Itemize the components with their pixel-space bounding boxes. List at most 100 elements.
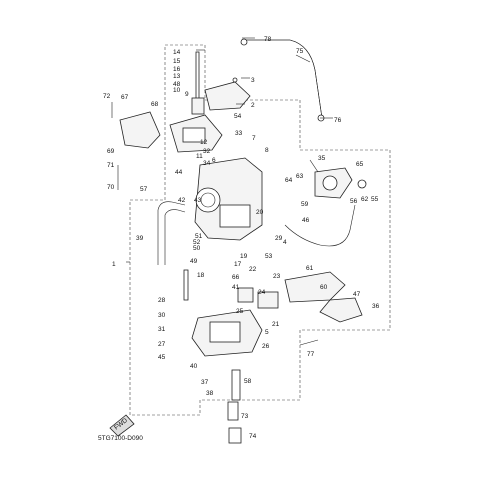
callout: 78 — [264, 36, 272, 43]
callout: 2 — [251, 102, 255, 109]
link-arm — [319, 297, 363, 323]
callout: 36 — [372, 303, 380, 310]
callout: 24 — [258, 289, 266, 296]
callout: 7 — [252, 135, 256, 142]
callout: 32 — [203, 148, 211, 155]
callout: 11 — [196, 153, 203, 160]
vent-hose — [157, 201, 186, 265]
choke-gear — [322, 175, 338, 191]
throttle-linkage — [284, 271, 346, 303]
drain-tube — [227, 401, 239, 421]
callout: 5 — [265, 329, 269, 336]
drain-tube-end — [228, 427, 242, 444]
needle-holder — [191, 97, 205, 115]
callout: 38 — [206, 390, 214, 397]
callout: 45 — [158, 354, 166, 361]
callout: 35 — [318, 155, 326, 162]
callout: 57 — [140, 186, 148, 193]
callout: 14 — [173, 49, 181, 56]
callout: 31 — [158, 326, 166, 333]
callout: 60 — [320, 284, 328, 291]
callout: 74 — [249, 433, 257, 440]
callout: 37 — [201, 379, 209, 386]
callout: 15 — [173, 58, 181, 65]
callout: 40 — [190, 363, 198, 370]
callout: 29 — [275, 235, 283, 242]
callout: 9 — [185, 91, 189, 98]
top-cover — [204, 81, 251, 111]
callout: 65 — [356, 161, 364, 168]
callout: 67 — [121, 94, 129, 101]
callout: 17 — [234, 261, 242, 268]
sensor — [237, 287, 254, 303]
breather-hose — [245, 39, 323, 119]
callout: 56 — [350, 198, 358, 205]
callout: 12 — [200, 139, 208, 146]
callout: 62 — [361, 196, 369, 203]
callout: 28 — [158, 297, 166, 304]
callout: 48 — [173, 81, 181, 88]
callout: 27 — [158, 341, 166, 348]
bore — [195, 187, 221, 213]
callout: 21 — [272, 321, 280, 328]
callout: 3 — [251, 77, 255, 84]
callout: 10 — [173, 87, 181, 94]
callout: 34 — [203, 160, 211, 167]
hose-clamp — [240, 38, 248, 46]
callout: 26 — [262, 343, 270, 350]
cover-screw — [232, 77, 238, 83]
callout: 16 — [173, 66, 181, 73]
callout: 44 — [175, 169, 183, 176]
adjust-rod — [183, 269, 189, 301]
callout: 33 — [235, 130, 243, 137]
callout: 43 — [194, 197, 202, 204]
callout: 30 — [158, 312, 166, 319]
washer — [357, 179, 367, 189]
callout: 1 — [112, 261, 116, 268]
callout: 49 — [190, 258, 198, 265]
callout: 76 — [334, 117, 342, 124]
choke-cable — [284, 204, 356, 247]
callout: 50 — [193, 245, 201, 252]
callout: 39 — [136, 235, 144, 242]
callout: 75 — [296, 48, 304, 55]
callout: 52 — [193, 239, 201, 246]
callout: 68 — [151, 101, 159, 108]
callout: 18 — [197, 272, 205, 279]
callout: 19 — [240, 253, 248, 260]
diagram-code: 5TG7100-D090 — [98, 435, 143, 442]
callout: 25 — [236, 308, 244, 315]
callout: 51 — [195, 233, 203, 240]
callout: 66 — [232, 274, 240, 281]
leader-lines — [111, 37, 333, 346]
callout: 61 — [306, 265, 314, 272]
callout-labels: 1 2 3 4 5 6 7 8 9 10 11 12 13 14 15 16 1… — [103, 36, 380, 440]
callout: 54 — [234, 113, 242, 120]
callout: 47 — [353, 291, 361, 298]
float — [209, 321, 241, 343]
callout: 55 — [371, 196, 379, 203]
callout: 53 — [265, 253, 273, 260]
callout: 63 — [296, 173, 304, 180]
callout: 23 — [273, 273, 281, 280]
bracket — [257, 291, 279, 309]
callout: 46 — [302, 217, 310, 224]
callout: 64 — [285, 177, 293, 184]
callout: 6 — [212, 157, 216, 164]
callout: 72 — [103, 93, 111, 100]
callout: 69 — [107, 148, 115, 155]
assembly-boundary — [129, 44, 391, 416]
callout: 71 — [107, 162, 115, 169]
callout: 59 — [301, 201, 309, 208]
callout: 13 — [173, 73, 181, 80]
fwd-arrow-icon: FWD — [109, 414, 135, 437]
callout: 8 — [265, 147, 269, 154]
callout: 22 — [249, 266, 257, 273]
callout: 4 — [283, 239, 287, 246]
float-bowl-top — [219, 204, 251, 228]
callout: 58 — [244, 378, 252, 385]
gasket — [182, 127, 206, 143]
callout: 77 — [307, 351, 315, 358]
callout: 42 — [178, 197, 186, 204]
